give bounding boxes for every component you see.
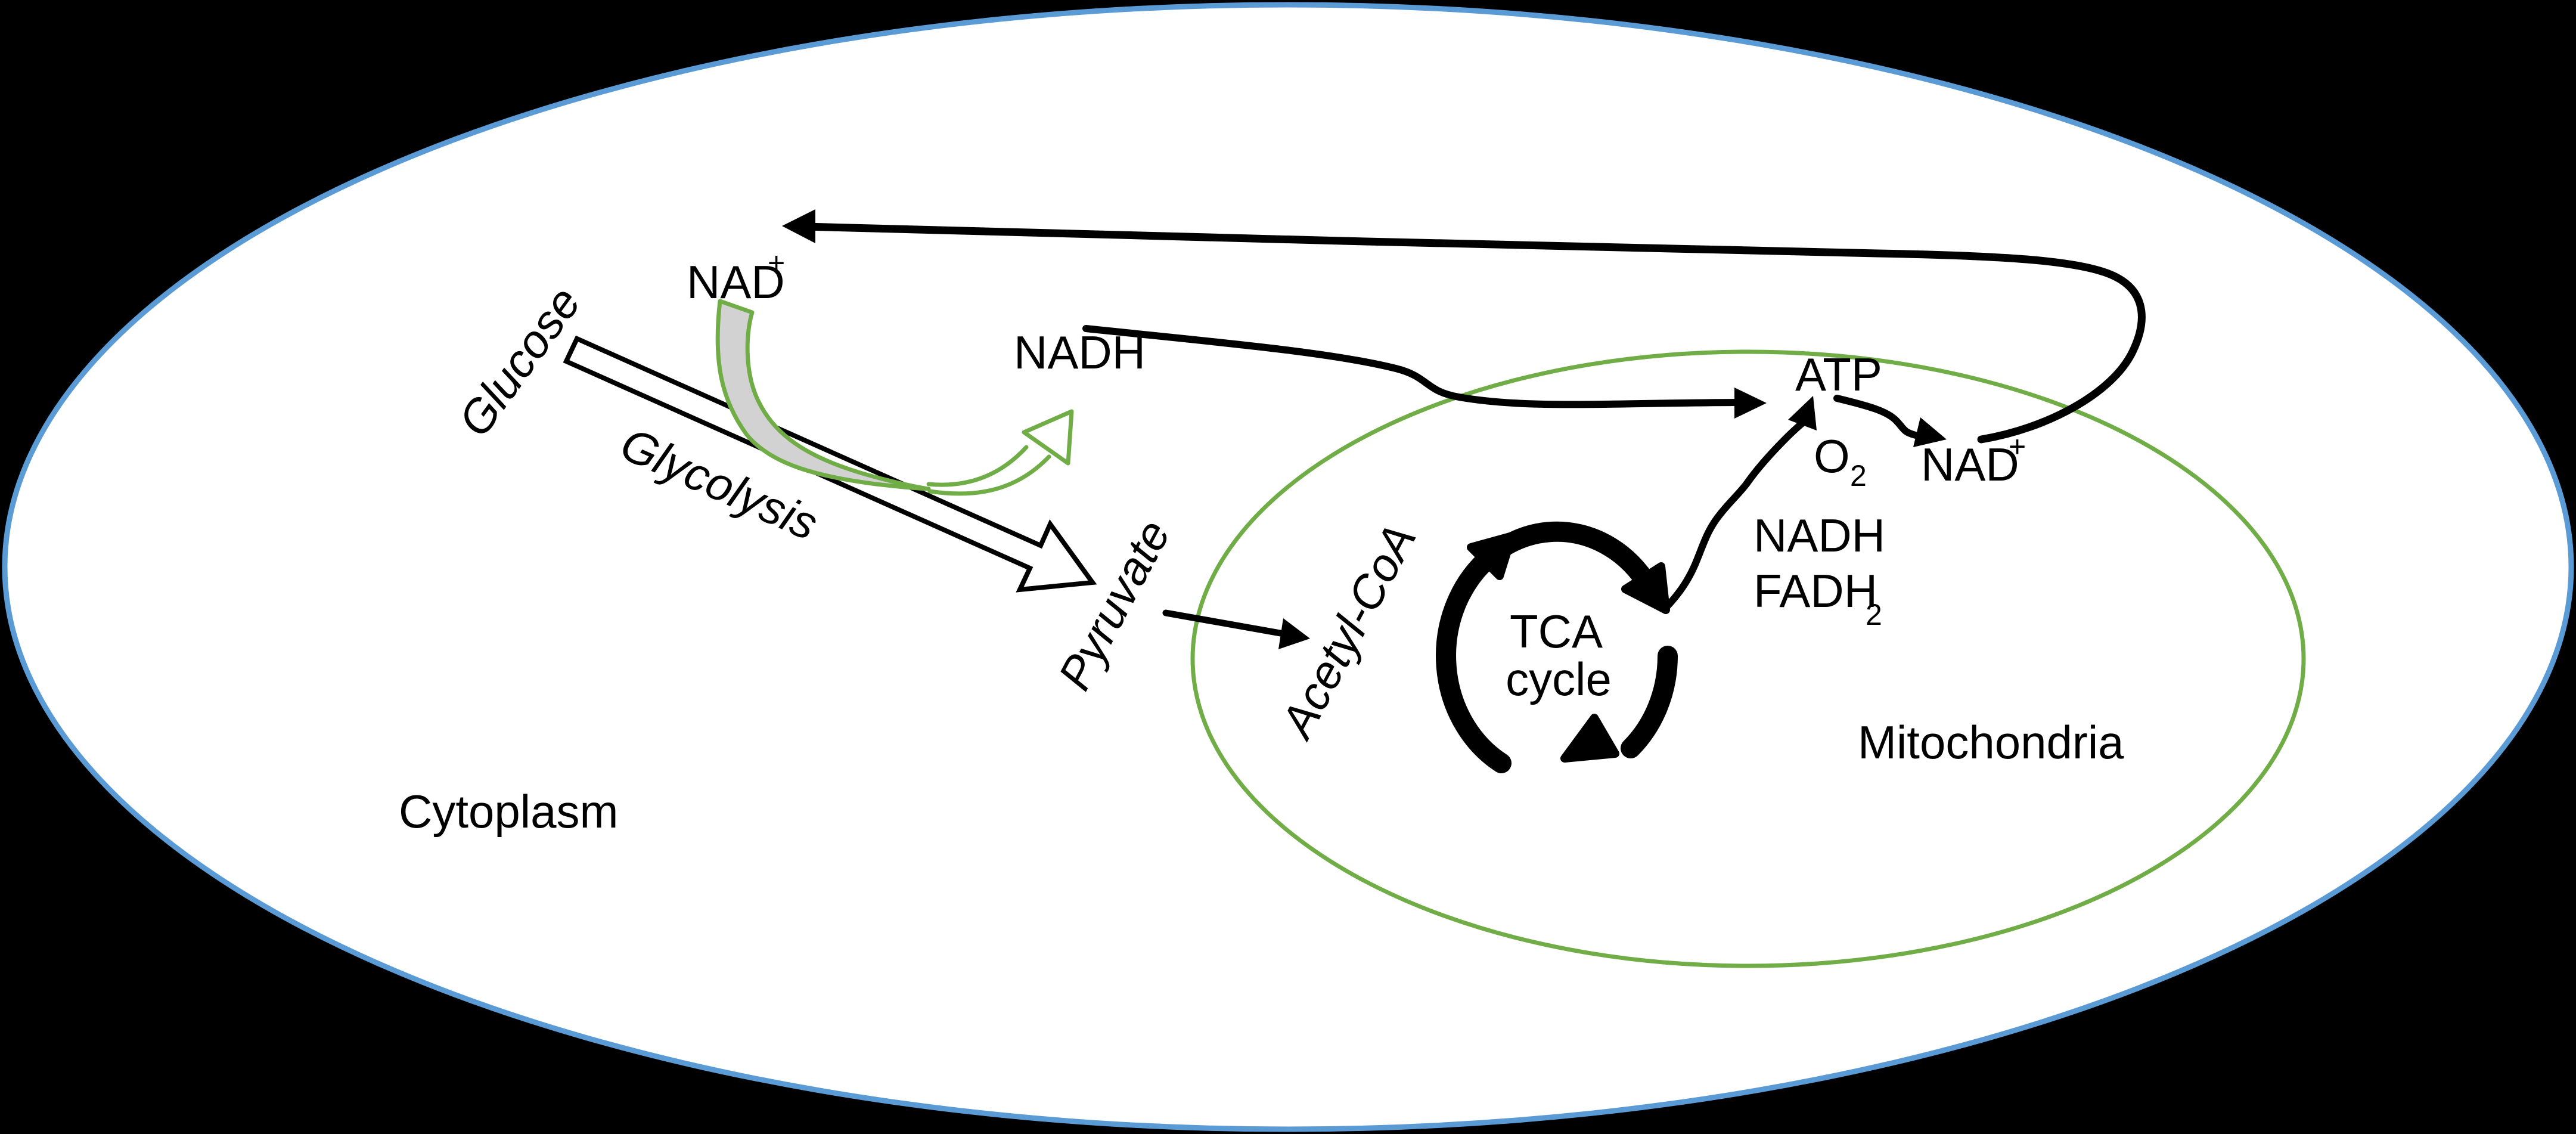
nadh-cytoplasm-label: NADH bbox=[1014, 326, 1146, 379]
mitochondria-ellipse bbox=[1190, 349, 2306, 968]
mitochondria-label: Mitochondria bbox=[1858, 716, 2124, 769]
o2-label: O bbox=[1814, 430, 1850, 482]
tca-to-atp-curve bbox=[1664, 419, 1807, 609]
tca-cycle-label-line1: TCA bbox=[1510, 605, 1603, 658]
nad-plus-mito-superscript: + bbox=[2009, 430, 2026, 463]
nadh-mito-label: NADH bbox=[1753, 509, 1885, 562]
nadh-to-atp-arrowhead-icon bbox=[1734, 388, 1767, 419]
o2-subscript: 2 bbox=[1850, 459, 1867, 492]
swoosh-tail-lower-line bbox=[927, 454, 1051, 496]
nad-return-arrowhead-icon bbox=[782, 209, 815, 243]
pyruvate-to-acetylcoa-line bbox=[1162, 609, 1284, 637]
atp-label: ATP bbox=[1795, 348, 1882, 401]
fadh2-subscript: 2 bbox=[1866, 598, 1882, 631]
cytoplasm-label: Cytoplasm bbox=[399, 785, 618, 838]
nad-recycle-swoosh-body bbox=[715, 299, 931, 491]
atp-to-nad-curve bbox=[1833, 395, 1919, 439]
tca-arc-right bbox=[1621, 646, 1678, 758]
nad-return-loop-curve bbox=[802, 222, 2146, 444]
tca-arc-top-arrowhead-icon bbox=[1621, 562, 1670, 614]
fadh2-label: FADH bbox=[1753, 565, 1877, 617]
tca-cycle-label-line2: cycle bbox=[1506, 653, 1612, 705]
nadh-to-atp-curve bbox=[1082, 325, 1739, 408]
tca-to-atp-arrowhead-icon bbox=[1788, 396, 1817, 430]
nad-plus-top-superscript: + bbox=[768, 246, 785, 280]
tca-arc-left-arrowhead-icon bbox=[1467, 532, 1516, 580]
tca-arc-right-arrowhead-icon bbox=[1560, 714, 1619, 763]
nad-plus-top-label: NAD bbox=[687, 256, 785, 308]
nad-plus-mito-label: NAD bbox=[1921, 438, 2019, 491]
pyruvate-to-acetylcoa-arrowhead-icon bbox=[1278, 618, 1310, 649]
atp-to-nad-arrowhead-icon bbox=[1913, 417, 1947, 447]
swoosh-arrowhead-icon bbox=[1022, 409, 1074, 466]
tca-arc-left bbox=[1436, 551, 1512, 773]
swoosh-tail-upper-line bbox=[926, 445, 1029, 487]
